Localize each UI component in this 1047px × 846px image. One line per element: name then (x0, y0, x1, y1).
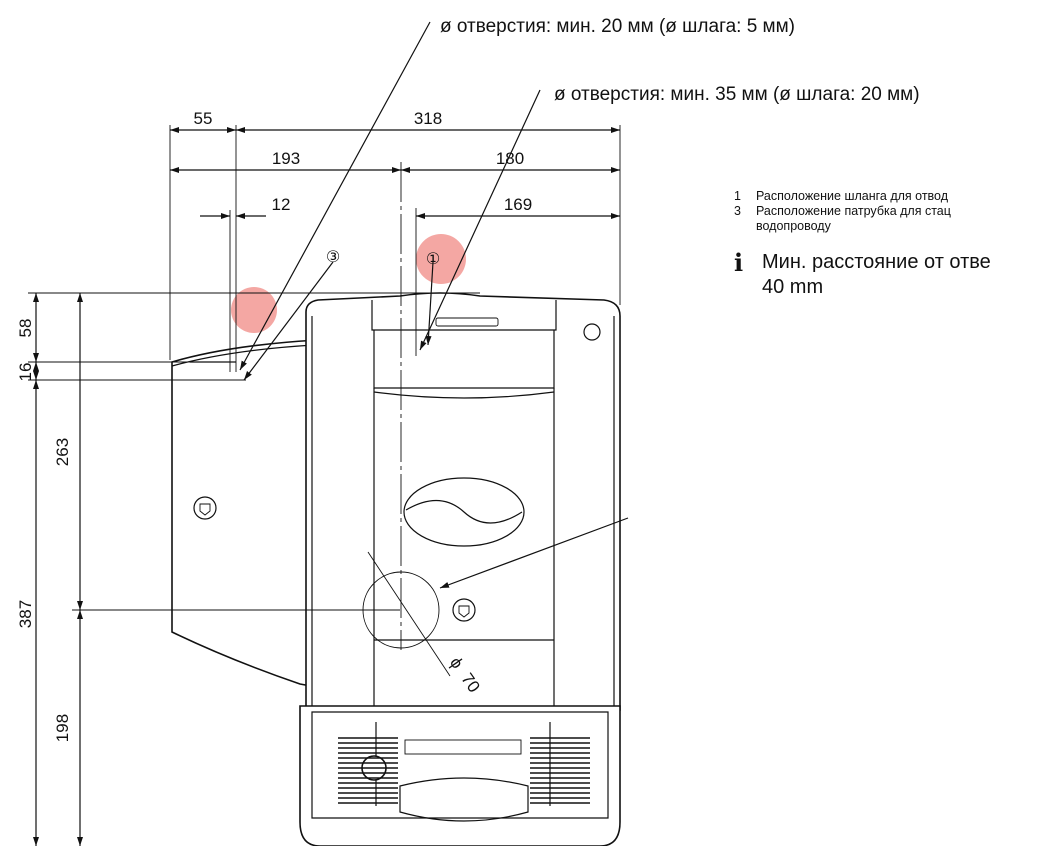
device-outline (171, 292, 621, 846)
legend-item-number: 3 (734, 204, 741, 218)
dim-193: 193 (272, 149, 300, 168)
legend-item-number: 1 (734, 189, 741, 203)
screw-top-right (583, 323, 601, 341)
bottom-tray (299, 705, 621, 846)
small-hole-highlight (231, 287, 277, 333)
dim-55: 55 (194, 109, 213, 128)
info-icon: i (734, 248, 744, 277)
dim-16: 16 (16, 363, 35, 382)
marker-3: ③ (326, 247, 340, 266)
screw-front (452, 598, 476, 622)
legend-item-text: водопроводу (756, 219, 831, 233)
legend: 1 Расположение шланга для отвод 3 Распол… (734, 189, 1047, 300)
dim-318: 318 (414, 109, 442, 128)
marker-1: ① (426, 249, 440, 268)
dimension-lines (28, 21, 621, 846)
info-text-line-2: 40 mm (762, 276, 824, 298)
info-text-line-1: Мин. расстояние от отве (762, 251, 991, 273)
legend-item-3: 3 Расположение патрубка для стац (734, 204, 1047, 219)
legend-item-text: Расположение шланга для отвод (756, 189, 949, 203)
dim-387: 387 (16, 600, 35, 628)
dim-58: 58 (16, 319, 35, 338)
oval-handle (403, 477, 525, 547)
legend-item-number (734, 219, 756, 234)
screw-side (193, 496, 217, 520)
dim-169: 169 (504, 195, 532, 214)
dim-12: 12 (272, 195, 291, 214)
ventilation-grille (338, 737, 590, 804)
dim-263: 263 (53, 438, 72, 466)
callout-large-hole: ø отверстия: мин. 35 мм (ø шлага: 20 мм) (554, 84, 920, 105)
callout-small-hole: ø отверстия: мин. 20 мм (ø шлага: 5 мм) (440, 16, 795, 37)
side-tank (171, 339, 323, 689)
dim-180: 180 (496, 149, 524, 168)
legend-item-1: 1 Расположение шланга для отвод (734, 189, 1047, 204)
legend-item-3-cont: водопроводу (734, 219, 1047, 234)
main-housing (305, 292, 621, 711)
info-note: i Мин. расстояние от отве 40 mm (734, 250, 1047, 300)
large-hole-highlight (416, 234, 466, 284)
dim-198: 198 (53, 714, 72, 742)
legend-item-text: Расположение патрубка для стац (756, 204, 951, 218)
